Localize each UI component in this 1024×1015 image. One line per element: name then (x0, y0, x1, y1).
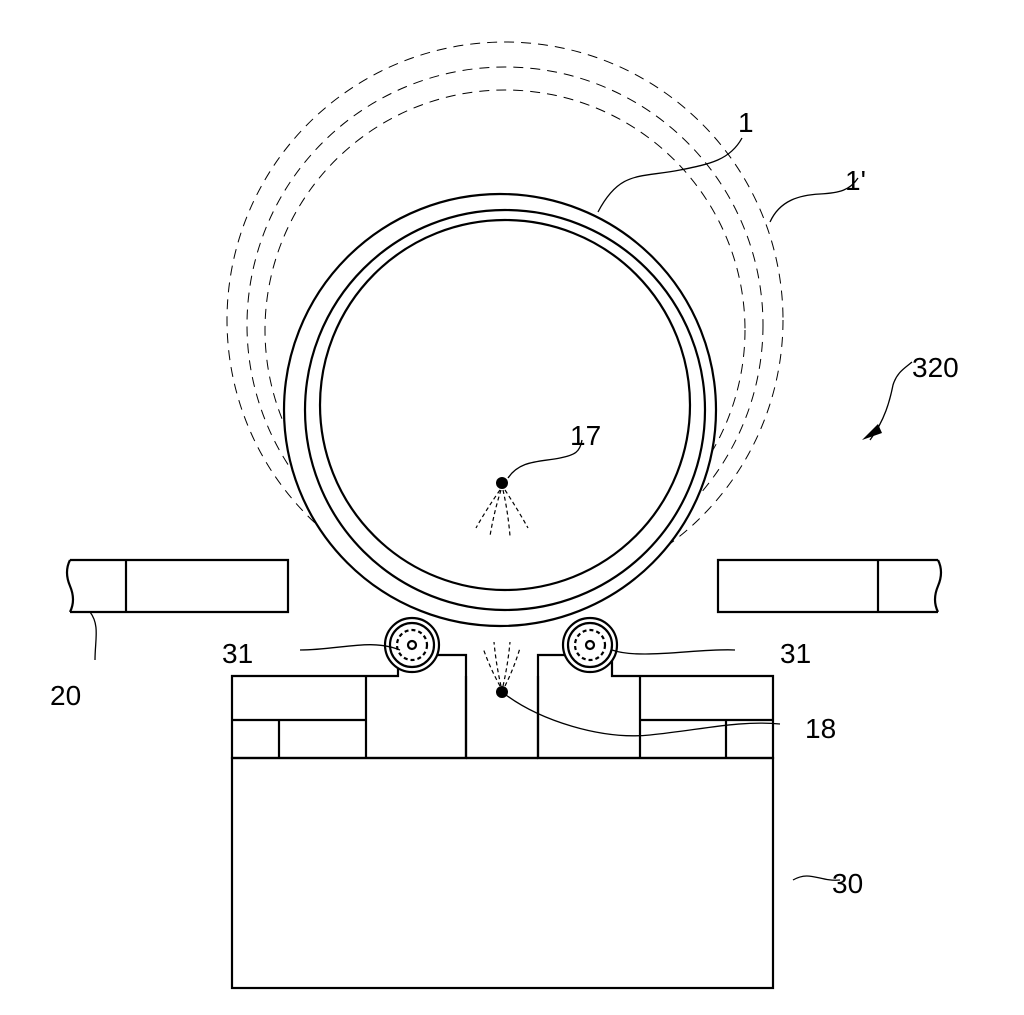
base-assembly (230, 653, 775, 990)
left-roller (383, 616, 441, 674)
leader-lines (89, 137, 913, 881)
side-frame-right (716, 558, 943, 614)
label-drum: 1 (738, 107, 754, 138)
label-left-roller: 31 (222, 638, 253, 669)
label-base: 30 (832, 868, 863, 899)
drum (282, 192, 718, 628)
right-roller (561, 616, 619, 674)
upper-nozzle (475, 477, 529, 537)
label-lower-nozzle: 18 (805, 713, 836, 744)
label-drum-enlarged: 1' (845, 165, 866, 196)
label-right-roller: 31 (780, 638, 811, 669)
label-assembly: 320 (912, 352, 959, 383)
label-side-frame: 20 (50, 680, 81, 711)
side-frame-left (65, 558, 290, 614)
lower-nozzle (482, 641, 521, 698)
label-upper-nozzle: 17 (570, 420, 601, 451)
